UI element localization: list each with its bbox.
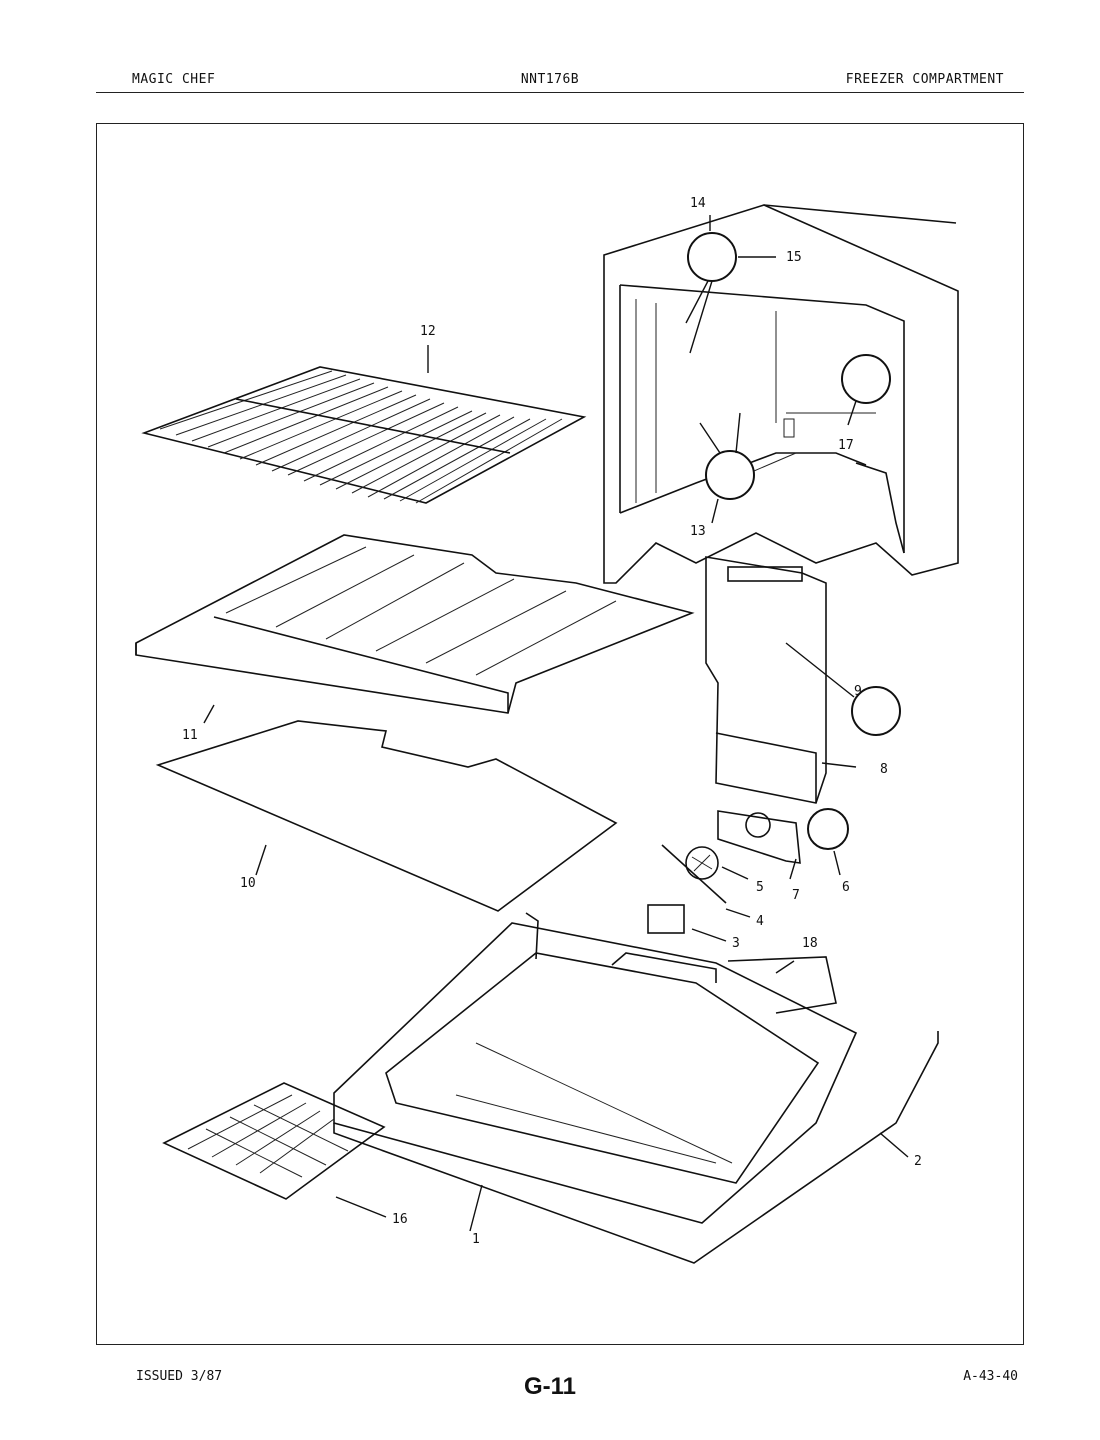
freezer-drawer — [333, 912, 939, 1264]
detail-bubble-14 — [687, 232, 737, 282]
detail-bubble-6 — [807, 808, 849, 850]
wire-shelf — [141, 366, 587, 504]
callout-4: 4 — [756, 914, 764, 929]
header-brand: MAGIC CHEF — [132, 72, 216, 87]
callout-12: 12 — [420, 324, 436, 339]
callout-15: 15 — [786, 250, 802, 265]
detail-bubble-17 — [841, 354, 891, 404]
callout-3: 3 — [732, 936, 740, 951]
fan-blade — [685, 846, 719, 880]
header-rule — [96, 92, 1024, 93]
fan-motor — [647, 844, 727, 934]
exploded-parts-diagram: 1 2 3 4 5 6 7 8 9 10 11 12 13 14 15 16 1… — [135, 196, 959, 1264]
fan-motor-mount — [717, 810, 801, 864]
callout-1: 1 — [472, 1232, 480, 1247]
detail-bubble-13 — [705, 450, 755, 500]
callout-18: 18 — [802, 936, 818, 951]
air-duct — [705, 556, 827, 804]
freezer-cabinet — [603, 204, 959, 584]
callout-13: 13 — [690, 524, 706, 539]
diagram-frame — [96, 123, 1024, 1345]
callout-14: 14 — [690, 196, 706, 211]
callout-9: 9 — [854, 684, 862, 699]
header-model: NNT176B — [520, 72, 580, 87]
crisper-cover — [155, 720, 618, 912]
footer-code: A-43-40 — [963, 1369, 1018, 1384]
callout-7: 7 — [792, 888, 800, 903]
callout-17: 17 — [838, 438, 854, 453]
detail-bubble-9 — [851, 686, 901, 736]
footer-issued: ISSUED 3/87 — [136, 1369, 223, 1384]
callout-10: 10 — [240, 876, 256, 891]
callout-11: 11 — [182, 728, 198, 743]
header-section: FREEZER COMPARTMENT — [845, 72, 1004, 87]
page-number: G-11 — [523, 1373, 577, 1400]
callout-2: 2 — [914, 1154, 922, 1169]
callout-6: 6 — [842, 880, 850, 895]
freezer-tray — [135, 534, 695, 714]
callout-16: 16 — [392, 1212, 408, 1227]
ice-cube-tray — [162, 1082, 386, 1200]
callout-8: 8 — [880, 762, 888, 777]
callout-5: 5 — [756, 880, 764, 895]
